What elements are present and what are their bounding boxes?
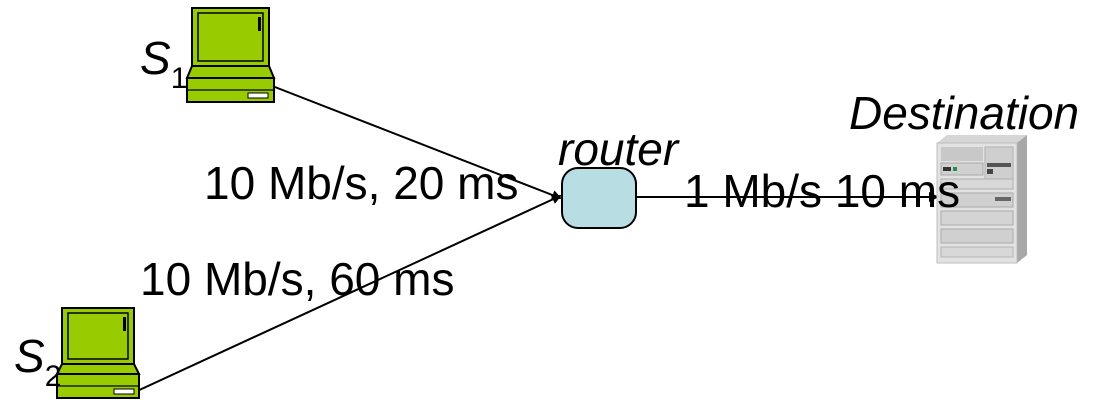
node-label-s2-main: S xyxy=(14,330,45,382)
link-label-s2-router: 10 Mb/s, 60 ms xyxy=(140,253,455,305)
destination-label: Destination xyxy=(849,87,1080,139)
link-label-s1-router: 10 Mb/s, 20 ms xyxy=(204,157,519,209)
router-node xyxy=(561,167,637,229)
link-s2-router xyxy=(134,194,562,393)
node-label-s1: S1 xyxy=(140,32,187,94)
node-label-s2-sub: 2 xyxy=(44,360,62,393)
server-tower-icon xyxy=(936,135,1027,264)
node-label-s1-main: S xyxy=(140,32,171,84)
link-s1-router xyxy=(261,81,562,200)
node-label-s1-sub: 1 xyxy=(170,62,188,95)
laptop-icon xyxy=(185,7,276,103)
node-label-s2: S2 xyxy=(14,330,61,392)
link-label-router-destination: 1 Mb/s 10 ms xyxy=(684,165,961,217)
router-label: router xyxy=(558,123,679,175)
laptop-icon xyxy=(55,307,141,399)
